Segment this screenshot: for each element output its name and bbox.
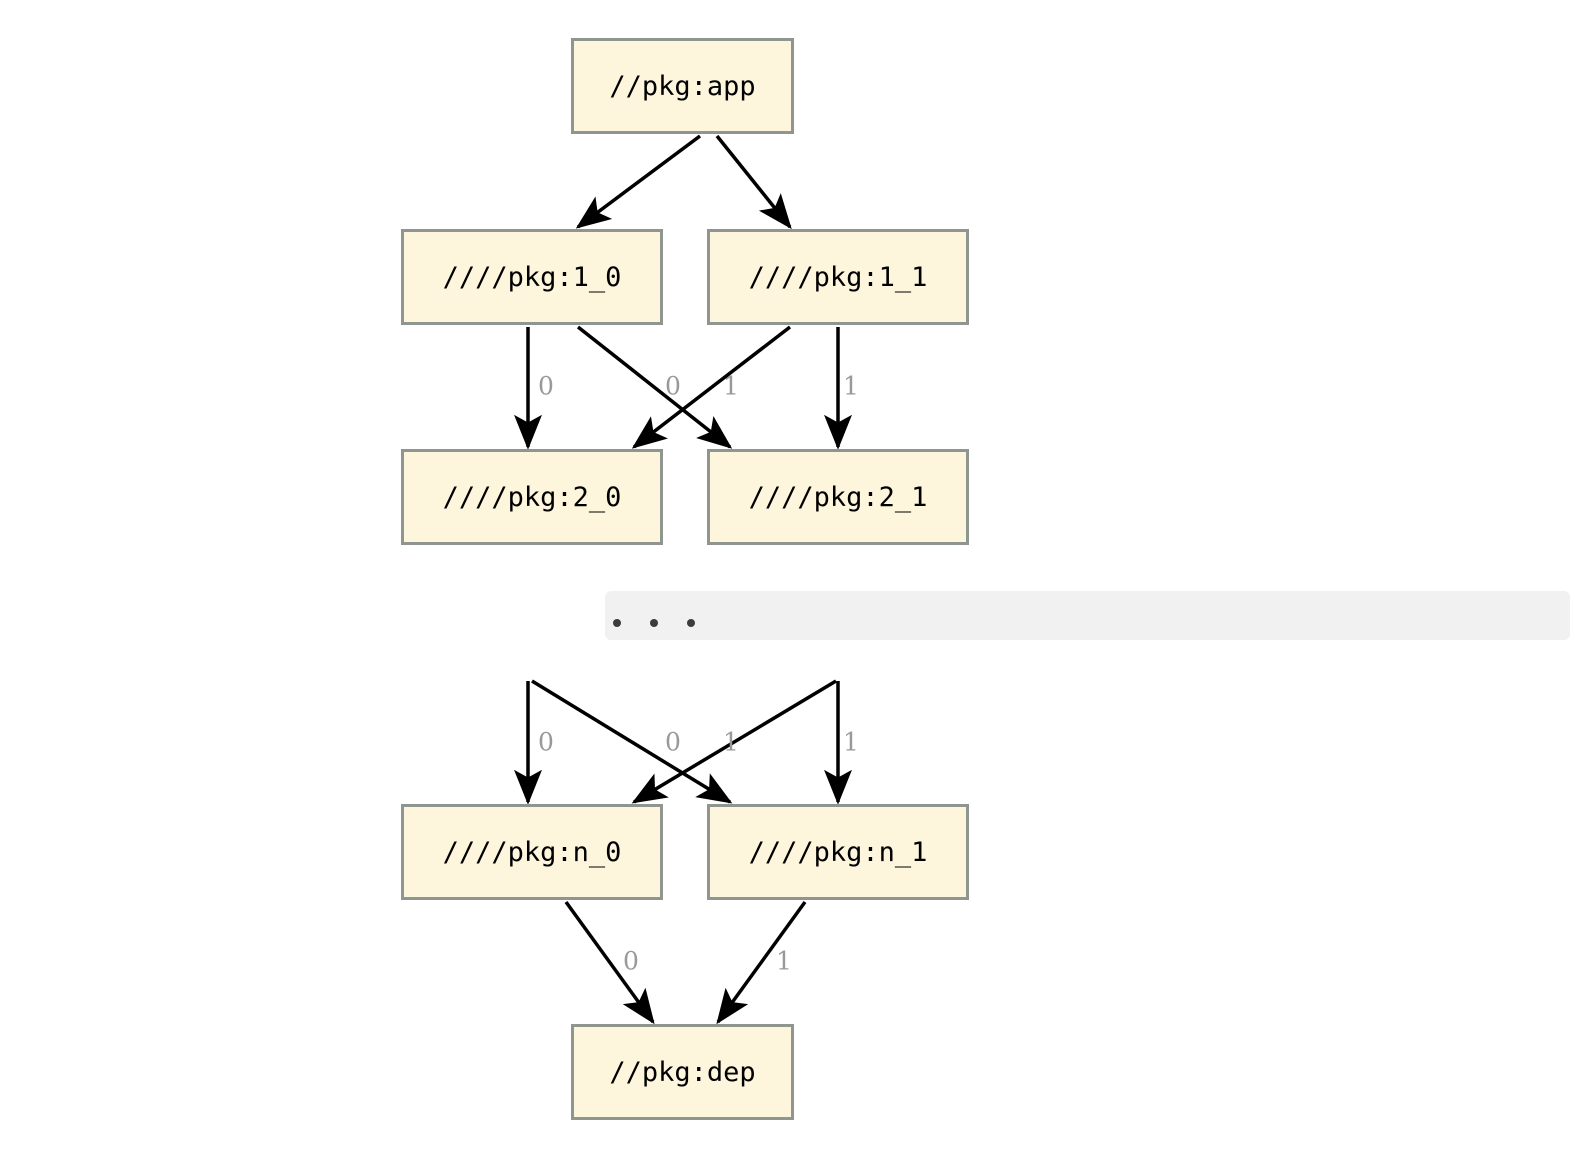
edge-1_0-to-2_1 (576, 325, 733, 449)
ellipsis-dot-2 (687, 619, 695, 627)
ellipsis-dot-0 (613, 619, 621, 627)
edge-1_1-to-2_0 (631, 325, 792, 449)
node-l2_1[interactable]: ////pkg:2_1 (707, 449, 969, 545)
node-l1_0[interactable]: ////pkg:1_0 (401, 229, 663, 325)
node-label: ////pkg:2_1 (748, 481, 928, 513)
edge-n-1_0-to-n_1 (531, 679, 733, 804)
edge-n_1-to-dep (716, 900, 807, 1025)
node-dep[interactable]: //pkg:dep (571, 1024, 794, 1120)
edge-label-n-1_1-to-n_1: 1 (843, 727, 859, 757)
edge-label-1_1-to-2_1: 1 (843, 371, 859, 401)
truncation-indicator-band (605, 591, 1570, 640)
edge-label-n_0-to-dep: 0 (623, 946, 639, 976)
node-label: ////pkg:1_1 (748, 261, 928, 293)
node-label: //pkg:dep (609, 1056, 756, 1088)
edge-label-1_1-to-2_0: 1 (723, 371, 739, 401)
node-label: //pkg:app (609, 70, 756, 102)
edge-app-to-1_1 (715, 134, 792, 230)
node-label: ////pkg:n_1 (748, 836, 928, 868)
node-label: ////pkg:1_0 (442, 261, 622, 293)
edge-n_0-to-dep (564, 900, 655, 1025)
edge-app-to-1_0 (575, 134, 702, 229)
edge-label-n-1_0-to-n_1: 0 (665, 727, 681, 757)
ellipsis-dot-1 (650, 619, 658, 627)
edge-n-1_1-to-n_0 (631, 679, 837, 804)
edge-label-n-1_0-to-n_0: 0 (538, 727, 554, 757)
node-label: ////pkg:n_0 (442, 836, 622, 868)
node-app[interactable]: //pkg:app (571, 38, 794, 134)
node-ln_1[interactable]: ////pkg:n_1 (707, 804, 969, 900)
node-ln_0[interactable]: ////pkg:n_0 (401, 804, 663, 900)
edge-label-1_0-to-2_1: 0 (665, 371, 681, 401)
node-l2_0[interactable]: ////pkg:2_0 (401, 449, 663, 545)
node-l1_1[interactable]: ////pkg:1_1 (707, 229, 969, 325)
edge-lines (514, 134, 852, 1025)
edge-label-1_0-to-2_0: 0 (538, 371, 554, 401)
node-label: ////pkg:2_0 (442, 481, 622, 513)
edge-label-n_1-to-dep: 1 (776, 946, 792, 976)
edge-label-n-1_1-to-n_0: 1 (723, 727, 739, 757)
